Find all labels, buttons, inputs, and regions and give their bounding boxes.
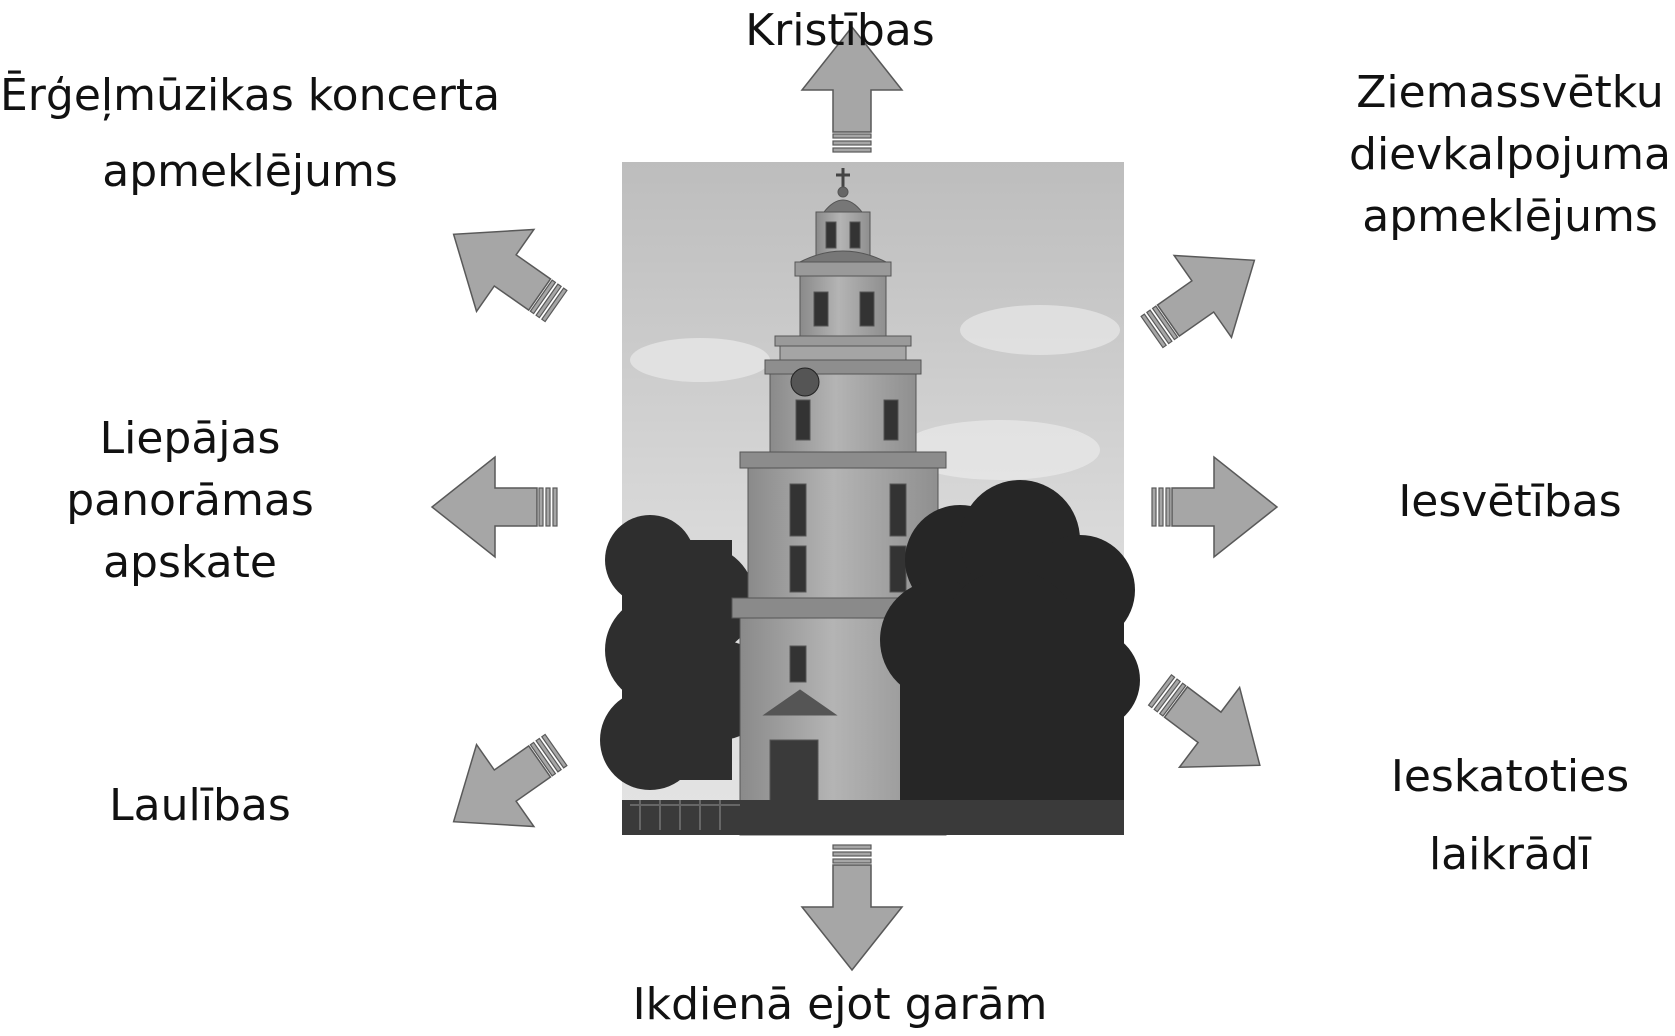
arrow-up-right [1140,254,1256,349]
arrow-down-right [1147,673,1261,769]
label-top-left: Ērģeļmūzikas koncerta apmeklējums [0,70,501,197]
arrow-up [800,25,904,153]
arrow-down [800,844,904,972]
arrow-right [1151,455,1279,559]
arrow-down-left [452,733,568,828]
arrow-left [430,455,558,559]
label-bottom-right: Ieskatoties laikrādī [1390,751,1630,880]
label-right: Iesvētības [1398,476,1622,527]
label-top-right: Ziemassvētku dievkalpojuma apmeklējums [1349,67,1671,242]
label-top: Kristības [745,5,935,56]
label-bottom: Ikdienā ejot garām [632,979,1048,1030]
label-left: Liepājas panorāmas apskate [66,413,314,588]
label-bottom-left: Laulības [109,780,291,831]
arrow-up-left [452,228,568,323]
church-tower-photo [600,162,1140,836]
